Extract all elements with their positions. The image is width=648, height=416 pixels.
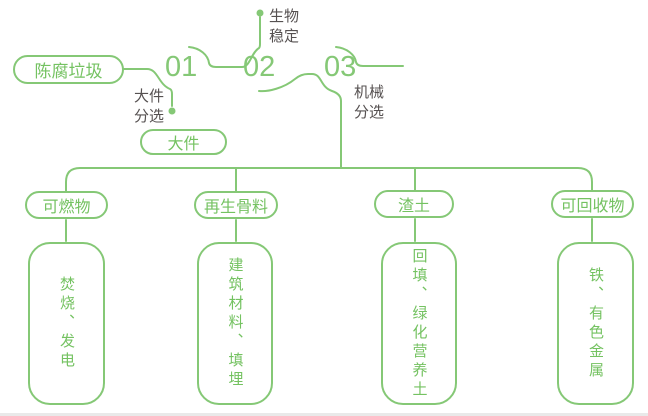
branch-box-text: 铁、有色金属 — [587, 266, 604, 381]
step-label-mechanical-sorting: 机械 分选 — [354, 84, 385, 121]
root-node-label: 陈腐垃圾 — [34, 62, 103, 81]
bulky-item-node: 大件 — [140, 129, 227, 155]
wire-02-to-distribution — [258, 73, 342, 169]
branch-box-text: 回填、绿化营养土 — [410, 247, 428, 400]
branch-box-incineration: 焚烧、发电 — [28, 242, 105, 405]
branch-pill-label: 渣土 — [397, 198, 430, 215]
wire-root-to-01 — [123, 68, 173, 107]
branch-pill-label: 再生骨料 — [203, 199, 268, 216]
bulky-branch-dot — [168, 107, 176, 115]
step-label-bio-stabilization: 生物 稳定 — [269, 8, 300, 45]
wire-03-tail — [335, 46, 404, 67]
branch-pill-slag-soil: 渣土 — [374, 190, 454, 218]
branch-pill-label: 可燃物 — [42, 199, 91, 216]
branch-box-building-materials: 建筑材料、填埋 — [197, 242, 273, 405]
branch-box-text: 焚烧、发电 — [58, 276, 75, 371]
branch-box-backfill: 回填、绿化营养土 — [381, 242, 457, 405]
bottom-divider — [0, 413, 648, 416]
step-label-bulky-sorting: 大件 分选 — [134, 88, 165, 125]
branch-pill-combustibles: 可燃物 — [25, 191, 108, 219]
branch-box-metals: 铁、有色金属 — [557, 242, 634, 405]
branch-pill-recycled-aggregate: 再生骨料 — [194, 191, 278, 219]
wire-01-to-02 — [188, 16, 261, 68]
wire-distribution-line — [65, 167, 593, 193]
bulky-item-label: 大件 — [167, 136, 200, 153]
step-number-02: 02 — [243, 51, 276, 83]
branch-box-text: 建筑材料、填埋 — [226, 257, 244, 390]
branch-pill-label: 可回收物 — [560, 198, 625, 215]
bio-branch-dot — [256, 9, 264, 17]
root-node-aged-waste: 陈腐垃圾 — [13, 55, 124, 84]
step-number-03: 03 — [324, 51, 357, 83]
step-number-01: 01 — [165, 51, 198, 83]
branch-pill-recyclables: 可回收物 — [551, 190, 634, 218]
